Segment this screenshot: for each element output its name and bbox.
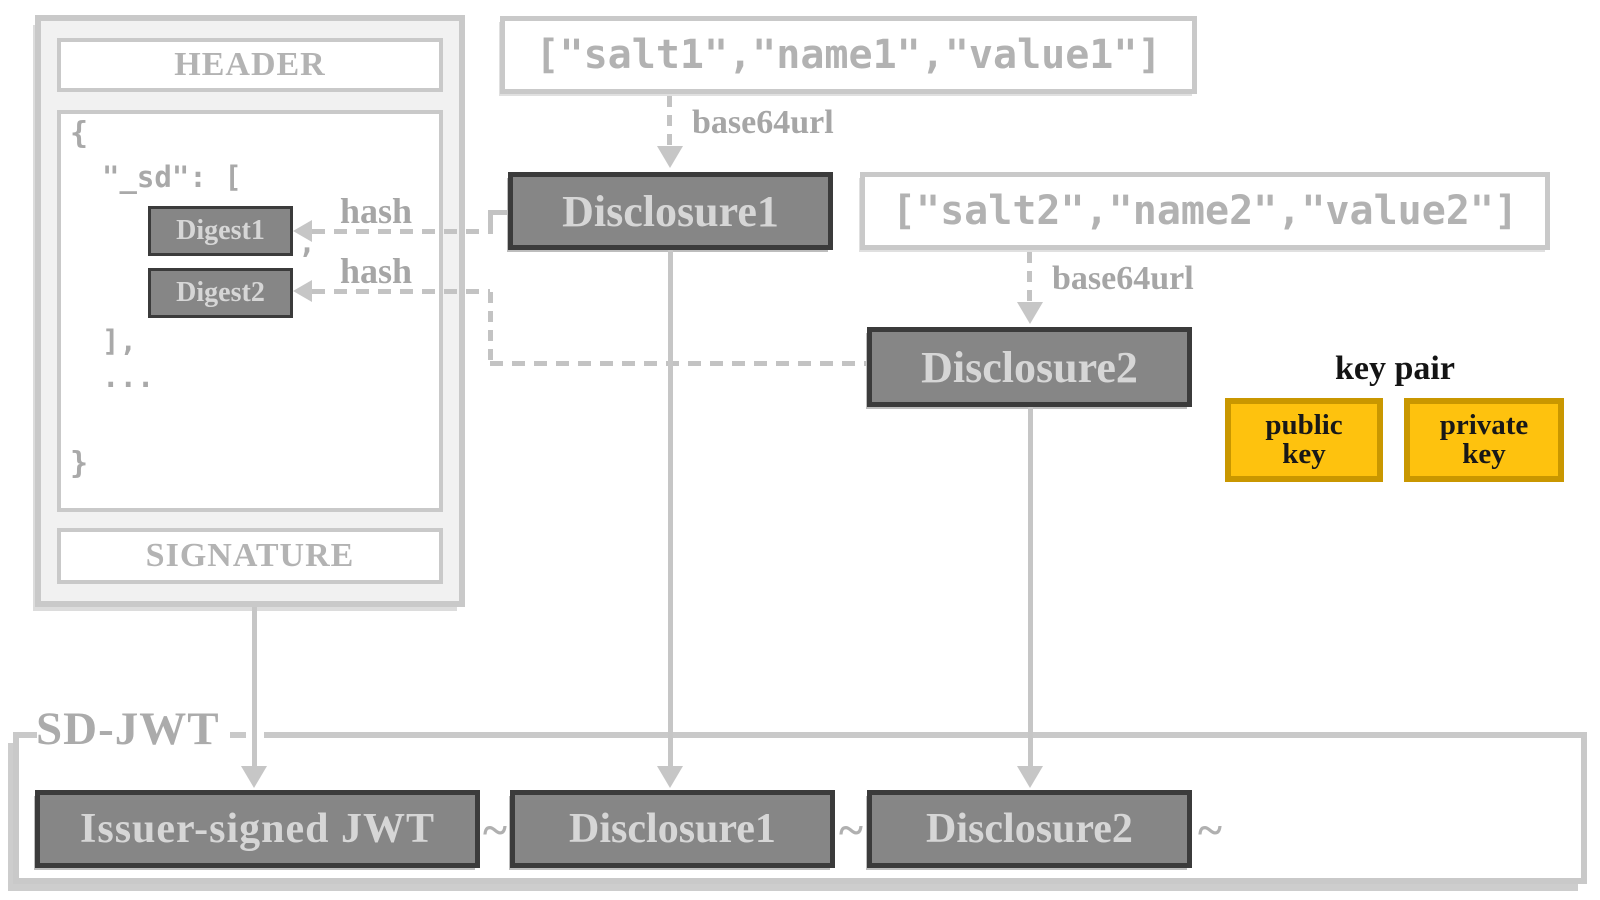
connector-arrowhead-disclosure2-icon: [1017, 766, 1043, 788]
issuer-signed-jwt-label: Issuer-signed JWT: [80, 806, 435, 852]
connector-line-disclosure1: [668, 250, 673, 769]
private-key-line2: key: [1462, 438, 1506, 470]
salt1-array-text: ["salt1","name1","value1"]: [535, 32, 1162, 78]
payload-ellipsis: ...: [102, 360, 155, 394]
jwt-header-box: HEADER: [57, 38, 443, 92]
connector-line-jwt: [252, 607, 257, 769]
base64url-dashed-line-2: [1027, 252, 1032, 304]
hash2-arrowhead-icon: [293, 280, 312, 302]
sd-jwt-label: SD-JWT: [36, 703, 220, 755]
disclosure2-box: Disclosure2: [867, 327, 1192, 407]
hash2-dashed-line-upper: [312, 289, 490, 294]
key-pair-title: key pair: [1335, 350, 1455, 387]
payload-open-brace: {: [70, 116, 89, 151]
payload-close-brace: }: [70, 446, 89, 481]
bottom-disclosure1-label: Disclosure1: [569, 806, 776, 852]
private-key-line1: private: [1439, 409, 1529, 441]
base64url-label-2: base64url: [1052, 260, 1194, 297]
salt2-array-box: ["salt2","name2","value2"]: [860, 172, 1550, 250]
hash1-label: hash: [340, 191, 413, 231]
salt2-array-text: ["salt2","name2","value2"]: [891, 188, 1519, 234]
hash1-arrowhead-icon: [293, 220, 312, 242]
public-key-box: public key: [1225, 398, 1383, 482]
tilde-separator-1: ~: [483, 803, 507, 855]
digest1-label: Digest1: [176, 215, 265, 246]
digest1-box: Digest1: [148, 206, 293, 256]
hash2-dashed-line-lower: [490, 361, 867, 366]
bottom-disclosure1-box: Disclosure1: [510, 790, 835, 868]
hash2-label: hash: [340, 251, 413, 291]
digest2-label: Digest2: [176, 277, 265, 308]
jwt-signature-box: SIGNATURE: [57, 528, 443, 584]
base64url-dashed-line-1: [667, 96, 672, 148]
base64url-arrowhead-1-icon: [657, 146, 683, 168]
hash2-dashed-line-vertical: [488, 292, 493, 364]
salt1-array-box: ["salt1","name1","value1"]: [500, 16, 1197, 94]
connector-arrowhead-jwt-icon: [241, 766, 267, 788]
bottom-disclosure2-label: Disclosure2: [926, 806, 1133, 852]
private-key-box: private key: [1404, 398, 1564, 482]
disclosure2-label: Disclosure2: [921, 342, 1138, 392]
payload-close-bracket: ],: [102, 324, 137, 358]
hash1-dashed-line: [312, 229, 490, 234]
hash1-stub-horizontal: [490, 210, 510, 215]
issuer-signed-jwt-box: Issuer-signed JWT: [35, 790, 480, 868]
connector-line-disclosure2: [1028, 407, 1033, 769]
tilde-separator-2: ~: [839, 803, 863, 855]
tilde-separator-3: ~: [1198, 803, 1222, 855]
jwt-header-label: HEADER: [174, 46, 326, 83]
base64url-arrowhead-2-icon: [1017, 302, 1043, 324]
base64url-label-1: base64url: [692, 104, 834, 141]
connector-arrowhead-disclosure1-icon: [657, 766, 683, 788]
public-key-line1: public: [1265, 409, 1343, 441]
jwt-signature-label: SIGNATURE: [145, 537, 355, 574]
disclosure1-box: Disclosure1: [508, 172, 833, 250]
digest2-box: Digest2: [148, 268, 293, 318]
payload-sd-line: "_sd": [: [102, 160, 242, 194]
disclosure1-label: Disclosure1: [562, 186, 779, 236]
bottom-disclosure2-box: Disclosure2: [867, 790, 1192, 868]
hash1-stub-vertical: [488, 210, 493, 234]
sd-jwt-top-border-line: [264, 732, 1587, 738]
sd-jwt-legend-dash: [230, 732, 246, 738]
sd-jwt-top-border-left-stub: [13, 732, 37, 738]
public-key-line2: key: [1282, 438, 1326, 470]
